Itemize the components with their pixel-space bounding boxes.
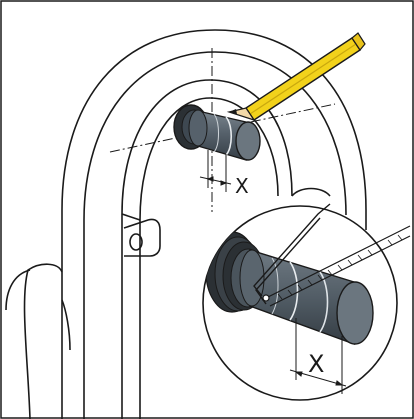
- detail-dimension: [289, 318, 347, 394]
- upper-dimension-label: X: [235, 174, 249, 198]
- detail-dimension-label: X: [308, 350, 324, 378]
- upper-dimension: [199, 150, 232, 192]
- mounting-frame: [61, 29, 367, 419]
- pencil-icon: [226, 32, 366, 122]
- hacksaw-icon: [253, 203, 411, 307]
- upper-pipe: [173, 104, 261, 161]
- detail-view: [202, 205, 398, 401]
- bowl-shape: [5, 263, 71, 419]
